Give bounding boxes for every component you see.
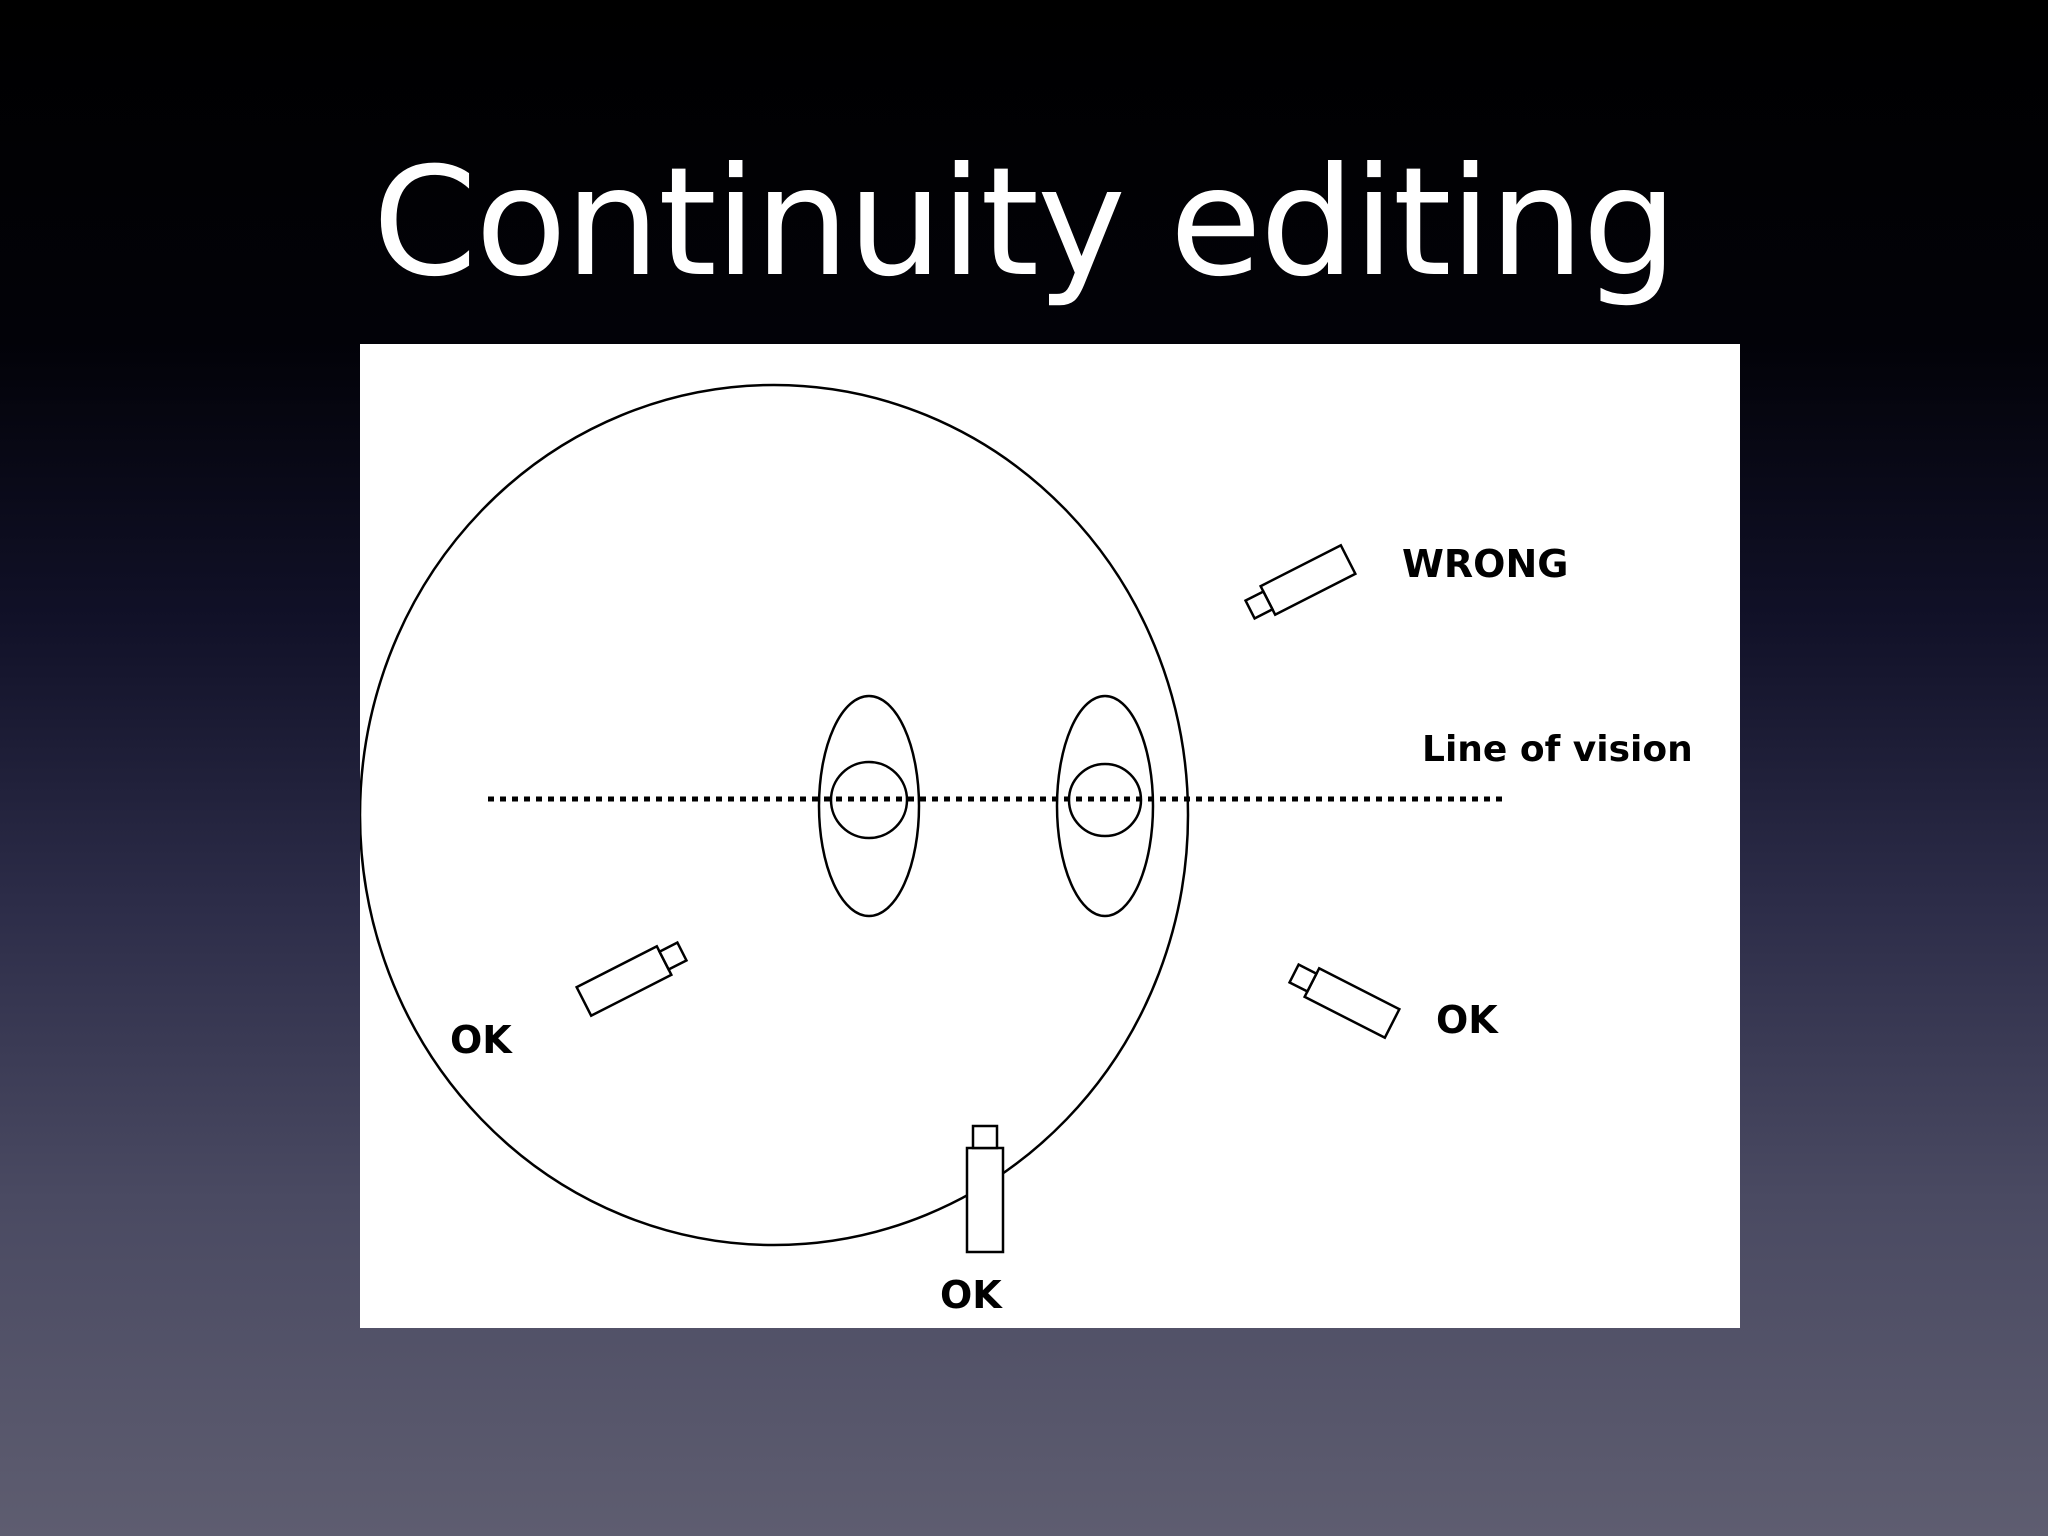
camera-wrong bbox=[1243, 543, 1358, 621]
person-left-body bbox=[817, 694, 921, 918]
diagram-panel: WRONG Line of vision OK OK OK bbox=[360, 344, 1740, 1328]
label-line-of-vision: Line of vision bbox=[1422, 729, 1693, 770]
label-ok-bottom: OK bbox=[940, 1273, 1003, 1317]
camera-bottom-ok bbox=[965, 1124, 1005, 1254]
camera-placement-diagram: WRONG Line of vision OK OK OK bbox=[360, 383, 1693, 1317]
camera-circle bbox=[360, 383, 1190, 1247]
label-ok-right: OK bbox=[1436, 998, 1499, 1042]
person-right-head bbox=[1067, 762, 1143, 838]
camera-left-ok bbox=[574, 940, 689, 1018]
label-ok-left: OK bbox=[450, 1018, 513, 1062]
label-wrong: WRONG bbox=[1402, 542, 1568, 586]
camera-right-ok bbox=[1287, 962, 1402, 1040]
person-right-body bbox=[1055, 694, 1155, 918]
slide-title: Continuity editing bbox=[372, 136, 1677, 310]
person-left-head bbox=[829, 760, 909, 840]
